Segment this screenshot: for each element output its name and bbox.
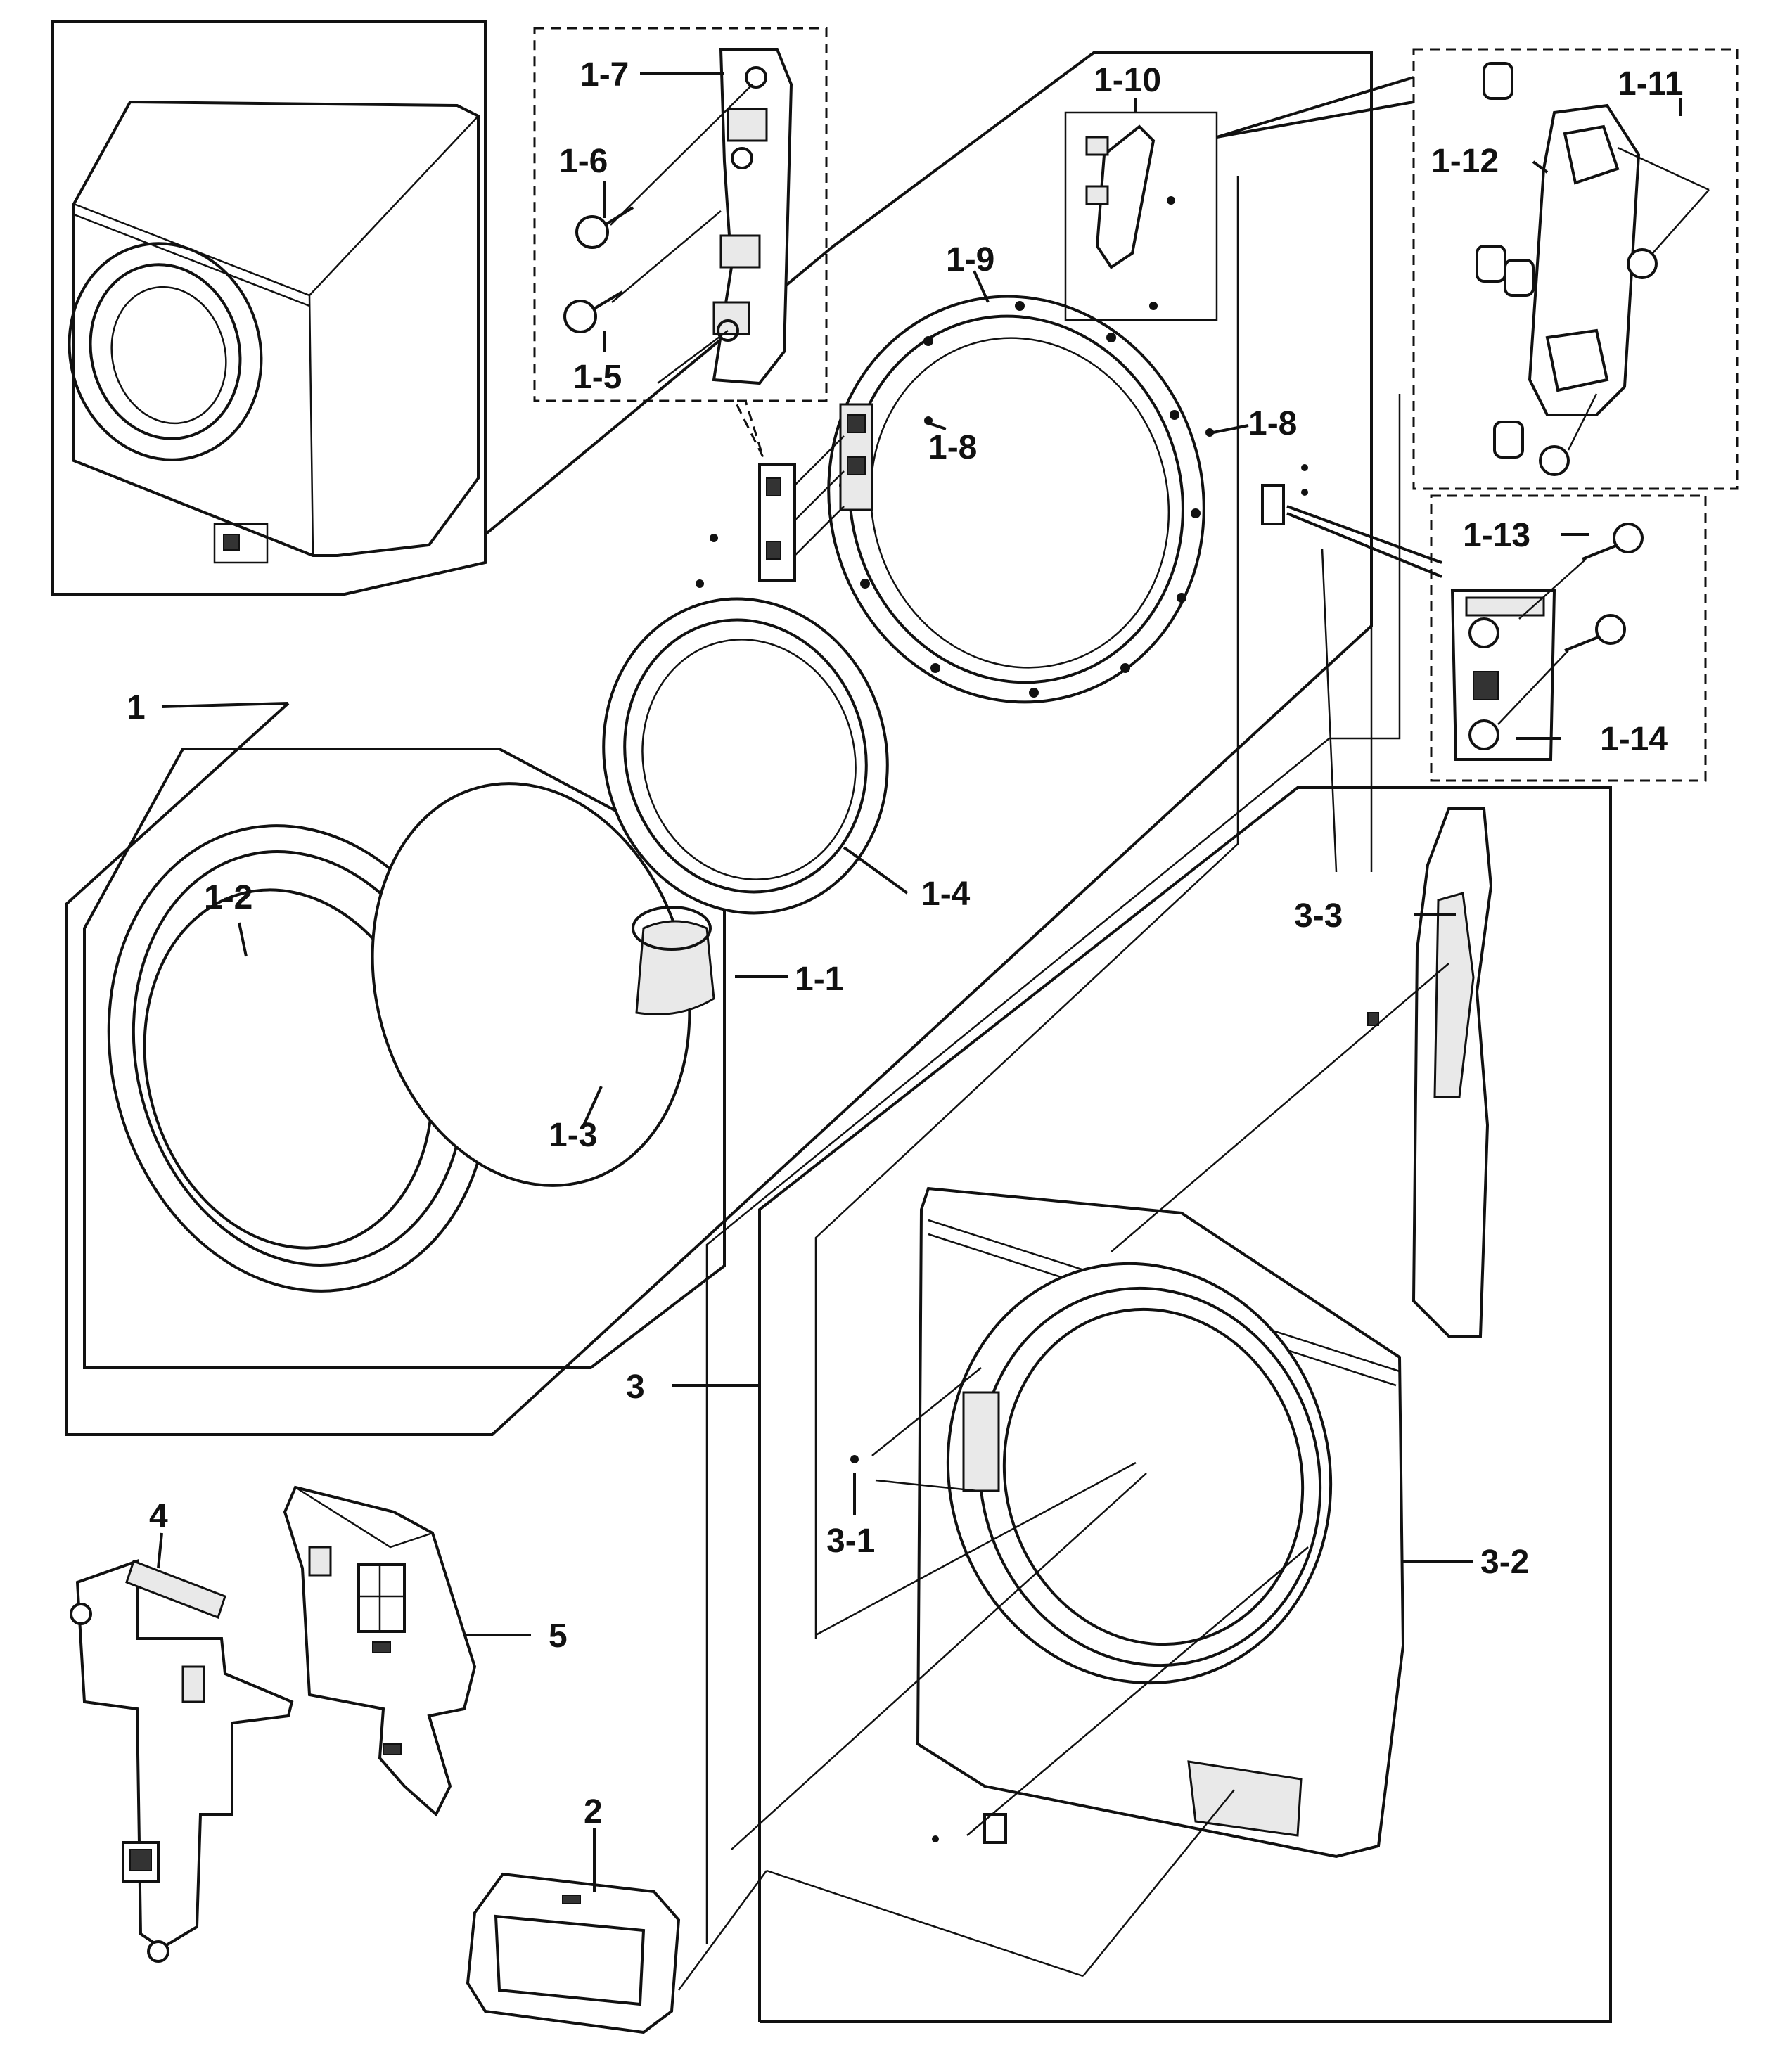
callout-1-13: 1-13 (1463, 517, 1530, 554)
callout-1-10: 1-10 (1094, 62, 1161, 99)
callout-1-11: 1-11 (1618, 65, 1683, 103)
hinge-small (1064, 76, 1414, 321)
callout-1-9: 1-9 (946, 241, 994, 278)
callout-1-1: 1-1 (795, 961, 843, 998)
callout-3-1: 3-1 (826, 1522, 875, 1560)
side-bracket (1111, 807, 1493, 1338)
callout-1-3: 1-3 (549, 1117, 597, 1154)
callout-3: 3 (626, 1368, 645, 1406)
callout-4: 4 (149, 1498, 168, 1535)
callout-5: 5 (549, 1617, 568, 1655)
callout-2: 2 (584, 1793, 603, 1831)
callout-1-7: 1-7 (580, 56, 629, 94)
assembly-3-outline (705, 176, 1612, 2023)
callout-labels: 1 1-1 1-2 1-3 1-4 1-5 1-6 1-7 1-8 1-8 1-… (127, 56, 1683, 1831)
callout-1: 1 (127, 689, 146, 726)
part-2 (466, 1870, 768, 2034)
callout-1-8-left: 1-8 (928, 429, 977, 466)
callout-1-12: 1-12 (1431, 143, 1499, 180)
callout-1-4: 1-4 (921, 876, 971, 913)
washer-overview (51, 20, 487, 596)
part-5 (283, 1485, 477, 1817)
door-frame (827, 295, 1205, 704)
callout-3-2: 3-2 (1480, 1544, 1529, 1581)
part-4 (70, 1559, 294, 1963)
hinge-bracket-group (533, 27, 1214, 588)
leader-lines (157, 72, 1682, 1892)
callout-1-14: 1-14 (1600, 721, 1668, 758)
door-glass-group (83, 748, 726, 1369)
callout-1-6: 1-6 (559, 143, 608, 180)
hinge-detail-group (1412, 48, 1739, 490)
callout-1-2: 1-2 (204, 879, 252, 916)
callout-1-5: 1-5 (573, 359, 622, 396)
door-ring (602, 597, 889, 915)
lock-detail-group (1261, 88, 1707, 873)
callout-3-3: 3-3 (1294, 897, 1343, 935)
callout-1-8-right: 1-8 (1248, 405, 1297, 442)
front-panel (731, 1186, 1405, 1977)
